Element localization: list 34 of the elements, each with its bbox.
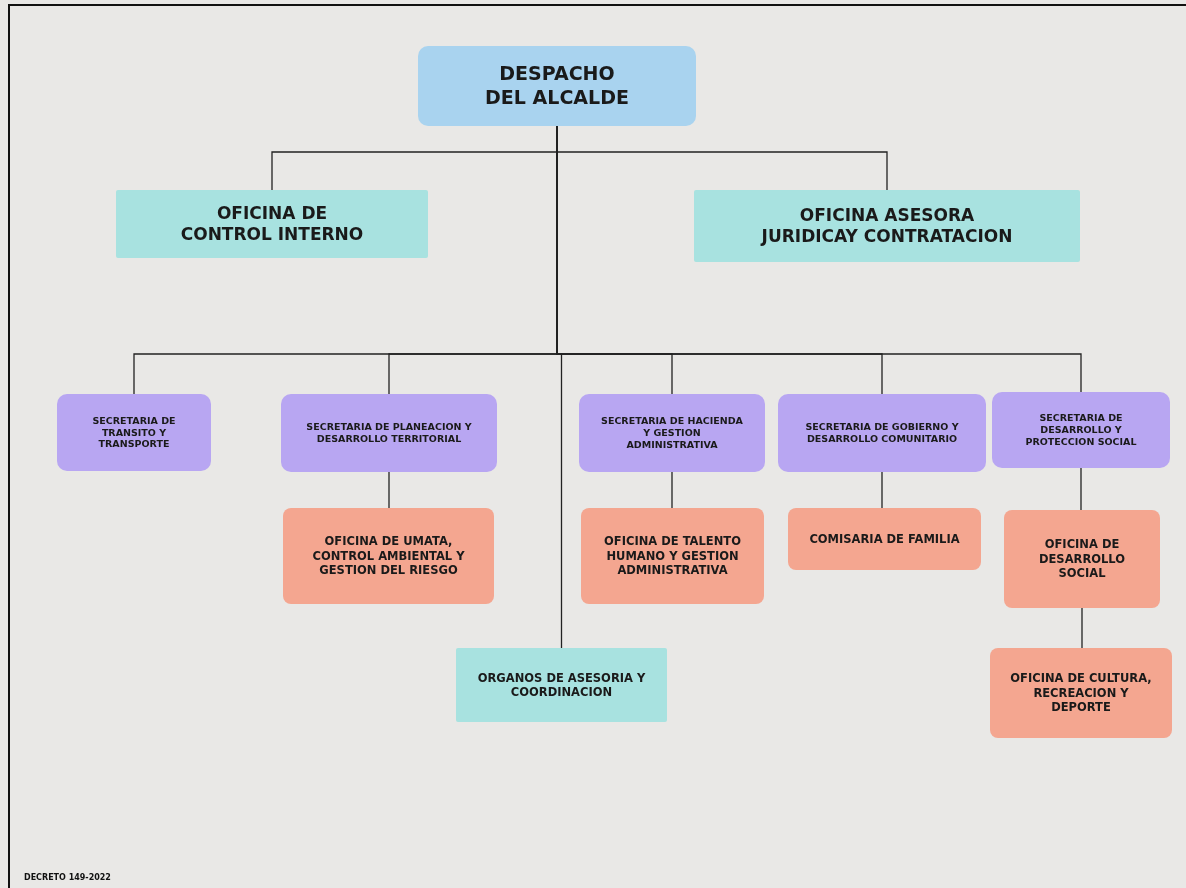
org-unit-box <box>1004 510 1160 608</box>
org-unit-box <box>283 508 494 604</box>
unit-name: OFICINA DE CONTROL INTERNO <box>179 202 365 246</box>
unit-name: SECRETARIA DE TRANSITO Y TRANSPORTE <box>91 414 177 451</box>
org-unit-box <box>57 394 211 471</box>
org-unit-box <box>992 392 1170 468</box>
connector-line <box>388 471 390 509</box>
org-unit-box <box>694 190 1080 262</box>
org-unit-box <box>990 648 1172 738</box>
connector-line <box>671 471 673 509</box>
org-unit-box <box>581 508 764 604</box>
decree-note: DECRETO 149-2022 <box>24 873 111 882</box>
unit-name: COMISARIA DE FAMILIA <box>809 531 960 547</box>
org-unit-box <box>788 508 981 570</box>
unit-name: OFICINA DE DESARROLLO SOCIAL <box>1037 537 1127 581</box>
unit-name: SECRETARIA DE GOBIERNO Y DESARROLLO COMUNITARIO <box>804 421 960 445</box>
unit-name: OFICINA DE TALENTO HUMANO Y GESTION ADMINISTRATIVA <box>603 534 742 578</box>
org-unit-box <box>456 648 667 722</box>
unit-name: OFICINA DE CULTURA, RECREACION Y DEPORTE <box>1009 671 1153 715</box>
unit-name: ORGANOS DE ASESORIA Y COORDINACION <box>476 670 647 700</box>
unit-name: SECRETARIA DE PLANEACION Y DESARROLLO TERRITORIAL <box>305 421 473 445</box>
unit-name: OFICINA ASESORA JURIDICAY CONTRATACION <box>759 204 1014 248</box>
unit-name: OFICINA DE UMATA, CONTROL AMBIENTAL Y GESTION DEL RIESGO <box>311 534 466 578</box>
connector-line <box>1080 467 1082 511</box>
org-unit-box <box>778 394 986 472</box>
unit-name: DESPACHO DEL ALCALDE <box>484 62 630 110</box>
connector-line <box>881 471 883 509</box>
org-unit-box <box>116 190 428 258</box>
org-unit-box <box>281 394 497 472</box>
org-unit-box <box>418 46 696 126</box>
unit-name: SECRETARIA DE HACIENDA Y GESTION ADMINISTRATIVA <box>600 415 744 451</box>
connector-line <box>1081 607 1083 649</box>
org-unit-box <box>579 394 765 472</box>
unit-name: SECRETARIA DE DESARROLLO Y PROTECCION SOCIAL <box>1024 412 1138 448</box>
